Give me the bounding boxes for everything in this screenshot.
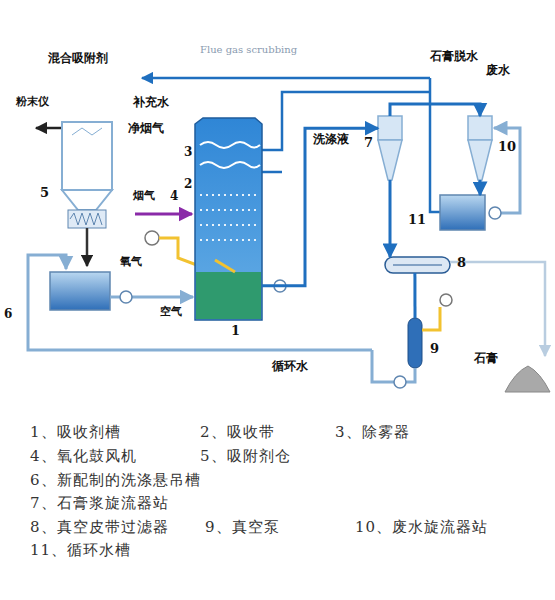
callout-number: 5 <box>40 186 49 201</box>
equipment-unit: 11 <box>440 195 485 230</box>
stream-label: 氧气 <box>120 256 142 269</box>
callout-number: 6 <box>4 308 12 322</box>
pipe-connector <box>479 180 482 195</box>
callout-number: 8 <box>457 256 466 271</box>
legend-item: 8、真空皮带过滤器 <box>30 519 169 536</box>
legend-item: 5、吸附剂仓 <box>200 448 291 465</box>
legend-item: 7、石膏浆旋流器站 <box>30 495 169 512</box>
legend-item: 3、除雾器 <box>335 424 410 441</box>
callout-number: 10 <box>498 140 516 155</box>
equipment-unit: 8 <box>385 257 450 273</box>
stream-label: 净烟气 <box>128 122 164 136</box>
pipe-connector <box>262 128 378 286</box>
legend-item: 9、真空泵 <box>205 519 280 536</box>
caption-label: Flue gas scrubbing <box>200 44 297 56</box>
stream-label: 粉末仪 <box>16 96 49 109</box>
equipment-unit: 5 <box>62 122 112 228</box>
equipment-unit: 1 <box>195 118 262 320</box>
pipe-connector <box>413 273 416 318</box>
callout-number: 3 <box>184 146 192 160</box>
legend-item: 11、循环水槽 <box>30 542 131 559</box>
pipe-connector <box>390 104 480 116</box>
callout-number: 1 <box>231 324 240 339</box>
legend-item: 2、吸收带 <box>200 424 275 441</box>
callout-number: 4 <box>170 190 178 204</box>
legend-item: 10、废水旋流器站 <box>355 519 488 536</box>
stream-label: 烟气 <box>133 190 155 203</box>
equipment-unit: 7 <box>378 116 402 180</box>
edge-label: 洗涤液 <box>312 133 350 147</box>
legend-item: 1、吸收剂槽 <box>30 424 121 441</box>
stream-label: 石膏 <box>474 352 498 366</box>
stream-label: 空气 <box>160 306 182 319</box>
callout-number: 11 <box>408 213 426 228</box>
legend-item: 4、氧化鼓风机 <box>30 448 137 465</box>
callout-number: 9 <box>430 342 439 357</box>
stream-label: 石膏脱水 <box>430 50 478 64</box>
stream-label: 废水 <box>486 64 510 78</box>
heading-label: 混合吸附剂 <box>48 52 108 66</box>
callout-number: 2 <box>184 178 192 192</box>
equipment-unit: 10 <box>468 116 492 180</box>
pipe-connector <box>389 180 392 257</box>
equipment-unit: 9 <box>408 318 422 368</box>
stream-label: 循环水 <box>272 360 308 374</box>
callout-number: 7 <box>364 136 373 151</box>
stream-label: 补充水 <box>133 96 169 110</box>
legend-item: 6、新配制的洗涤悬吊槽 <box>30 472 201 489</box>
